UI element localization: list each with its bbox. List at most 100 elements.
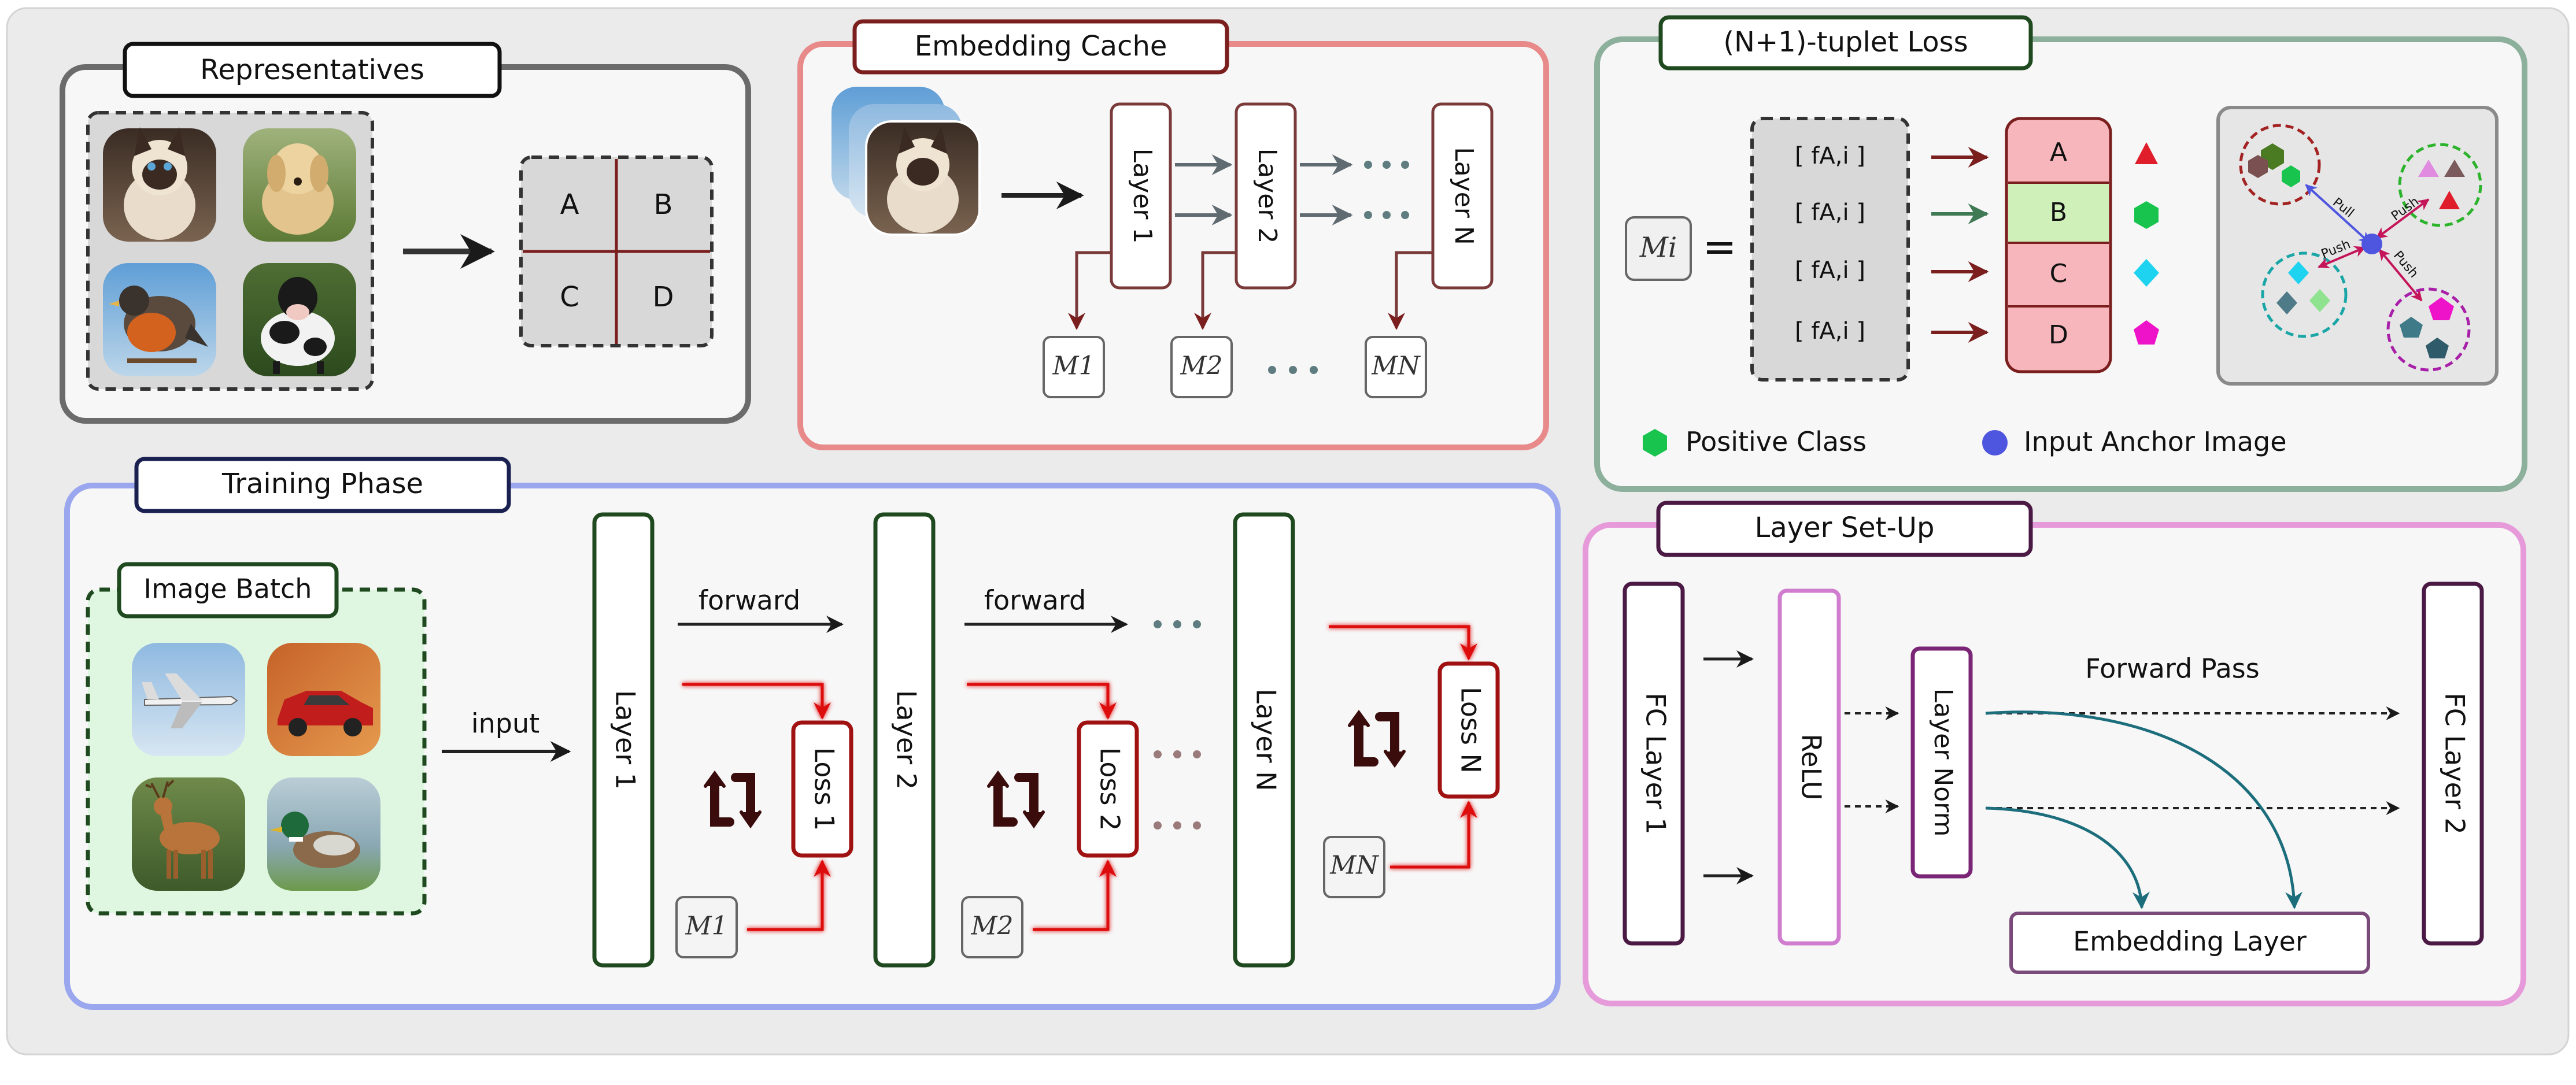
- training-m2-label: M2: [970, 912, 1013, 941]
- embedding-space-diagram: Pull Push Push Push: [2216, 106, 2499, 386]
- robin-bird-image: [103, 263, 216, 376]
- layer-setup-title-box: [1656, 501, 2033, 557]
- class-a: A: [2050, 138, 2067, 167]
- fc-layer-1-label: FC Layer 1: [1640, 693, 1672, 834]
- representatives-panel: Representatives: [60, 42, 751, 424]
- loss-1-label: Loss 1: [809, 747, 840, 831]
- deer-image: [132, 777, 245, 891]
- loss-input-arrows: [682, 625, 1477, 931]
- image-batch-title-box: [117, 562, 339, 619]
- layer-norm: Layer Norm: [1910, 646, 1973, 879]
- embedding-layer: Embedding Layer: [2009, 912, 2370, 974]
- cycle-arrows-icon: [1348, 709, 1406, 768]
- cache-memory-m1: M1: [1043, 336, 1105, 398]
- duck-image: [267, 777, 380, 891]
- training-layer-n-label: Layer N: [1251, 688, 1282, 791]
- feature-vector-2: [ fA,i ]: [1795, 199, 1865, 226]
- anchor-dot-icon: [1982, 430, 2008, 456]
- training-title-box: [134, 457, 511, 513]
- tuplet-legend: Positive Class Input Anchor Image: [1643, 426, 2287, 457]
- positive-class-hexagon-icon: [1643, 429, 1667, 457]
- golden-retriever-image: [243, 128, 356, 242]
- cache-memory-m2: M2: [1170, 336, 1233, 398]
- cache-ellipsis: [1364, 161, 1409, 219]
- siamese-cat-image: [103, 127, 216, 242]
- cycle-arrows-icon: [704, 770, 762, 829]
- magenta-pentagon-icon: [2134, 320, 2159, 345]
- layer-norm-label: Layer Norm: [1928, 688, 1958, 837]
- class-d: D: [2049, 320, 2068, 350]
- embedding-cache-title-box: [852, 19, 1229, 75]
- cache-layer-2: Layer 2: [1235, 102, 1297, 290]
- tuplet-loss-title: (N+1)-tuplet Loss: [1723, 26, 1968, 58]
- training-layer-1: Layer 1: [592, 512, 655, 968]
- representatives-title-box: [123, 42, 502, 98]
- feature-vector-3: [ fA,i ]: [1795, 257, 1865, 284]
- training-memory-m2: M2: [961, 896, 1023, 958]
- layer-setup-title: Layer Set-Up: [1755, 512, 1935, 544]
- cache-forward-arrows: [1175, 154, 1353, 225]
- mi-label: Mi: [1639, 232, 1677, 264]
- anchor-point: [2361, 234, 2382, 254]
- embedding-cache-title: Embedding Cache: [915, 30, 1167, 62]
- training-memory-m1: M1: [675, 896, 738, 958]
- loss-2: Loss 2: [1077, 720, 1139, 858]
- legend-positive-class: Positive Class: [1686, 426, 1867, 457]
- grid-cell-a: A: [560, 188, 579, 221]
- cache-mn-label: MN: [1371, 351, 1421, 381]
- training-layer-n: Layer N: [1233, 512, 1295, 968]
- training-memory-mn: MN: [1323, 836, 1385, 898]
- cyan-diamond-icon: [2134, 259, 2159, 287]
- cache-layer-1-label: Layer 1: [1128, 149, 1157, 244]
- embedding-layer-label: Embedding Layer: [2073, 926, 2307, 957]
- class-b: B: [2050, 198, 2067, 227]
- input-label: input: [471, 708, 539, 739]
- class-c: C: [2050, 259, 2068, 288]
- loss-2-label: Loss 2: [1095, 747, 1126, 831]
- fc-layer-2: FC Layer 2: [2422, 582, 2484, 946]
- relu-layer: ReLU: [1777, 588, 1841, 946]
- grid-cell-b: B: [654, 188, 673, 221]
- mi-symbol: Mi =: [1625, 216, 1737, 281]
- forward-label-1: forward: [698, 585, 800, 616]
- tuplet-loss-title-box: [1658, 15, 2033, 71]
- norm-to-embedding-curve-1: [1985, 710, 2303, 909]
- training-layer-2-label: Layer 2: [891, 690, 922, 790]
- grid-cell-d: D: [653, 281, 674, 313]
- cache-memory-mn: MN: [1365, 336, 1427, 398]
- feature-vectors-frame: [1750, 117, 1910, 382]
- training-m1-label: M1: [685, 912, 727, 941]
- cache-layer-n: Layer N: [1431, 102, 1494, 290]
- cache-layer-1: Layer 1: [1110, 102, 1172, 290]
- cache-layer-n-label: Layer N: [1449, 147, 1479, 245]
- fc-layer-2-label: FC Layer 2: [2440, 693, 2471, 834]
- grid-cell-c: C: [560, 281, 579, 313]
- feature-vector-4: [ fA,i ]: [1795, 318, 1865, 345]
- class-column: A B C D: [2005, 117, 2112, 373]
- cycle-arrows-icon: [987, 770, 1045, 829]
- forward-ellipsis: [1154, 620, 1201, 628]
- training-mn-label: MN: [1329, 851, 1379, 880]
- stacked-cat-images: [831, 87, 981, 236]
- fc-layer-1: FC Layer 1: [1623, 582, 1685, 946]
- norm-to-embedding-curve-2: [1985, 806, 2150, 909]
- red-car-image: [267, 643, 380, 756]
- training-layer-1-label: Layer 1: [610, 690, 641, 790]
- vector-to-class-arrows: [1931, 147, 1989, 343]
- loss-1: Loss 1: [791, 720, 853, 858]
- loss-n: Loss N: [1437, 661, 1500, 799]
- embedding-cache-panel: Embedding Cache Layer 1 Layer 2 Layer N: [797, 19, 1549, 450]
- image-batch-title: Image Batch: [144, 573, 312, 605]
- equals-sign: =: [1703, 223, 1737, 271]
- relu-label: ReLU: [1796, 734, 1827, 800]
- tuplet-loss-panel: (N+1)-tuplet Loss Mi = [ fA,i ] [ fA,i ]…: [1594, 15, 2527, 492]
- loss-ellipsis: [1154, 750, 1201, 830]
- cache-output-ellipsis: [1268, 366, 1318, 374]
- representatives-title: Representatives: [200, 54, 424, 86]
- forward-label-2: forward: [984, 585, 1086, 616]
- airplane-image: [132, 643, 245, 756]
- legend-input-anchor: Input Anchor Image: [2024, 426, 2287, 457]
- training-phase-panel: Training Phase Image Batch: [64, 457, 1561, 1010]
- cache-m1-label: M1: [1052, 351, 1095, 381]
